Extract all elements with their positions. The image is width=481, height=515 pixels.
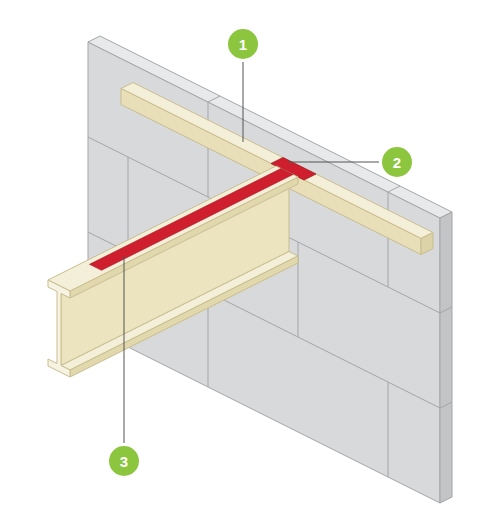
callout-circle: 2 xyxy=(382,147,412,177)
red-joist-strip xyxy=(90,169,294,271)
callout-circle: 3 xyxy=(109,446,139,476)
callout-number: 3 xyxy=(120,454,128,469)
i-joist xyxy=(48,166,298,377)
callout-number: 2 xyxy=(393,155,401,170)
callout-number: 1 xyxy=(239,37,247,52)
leader-lines xyxy=(124,62,379,443)
callout-circle: 1 xyxy=(228,29,258,59)
